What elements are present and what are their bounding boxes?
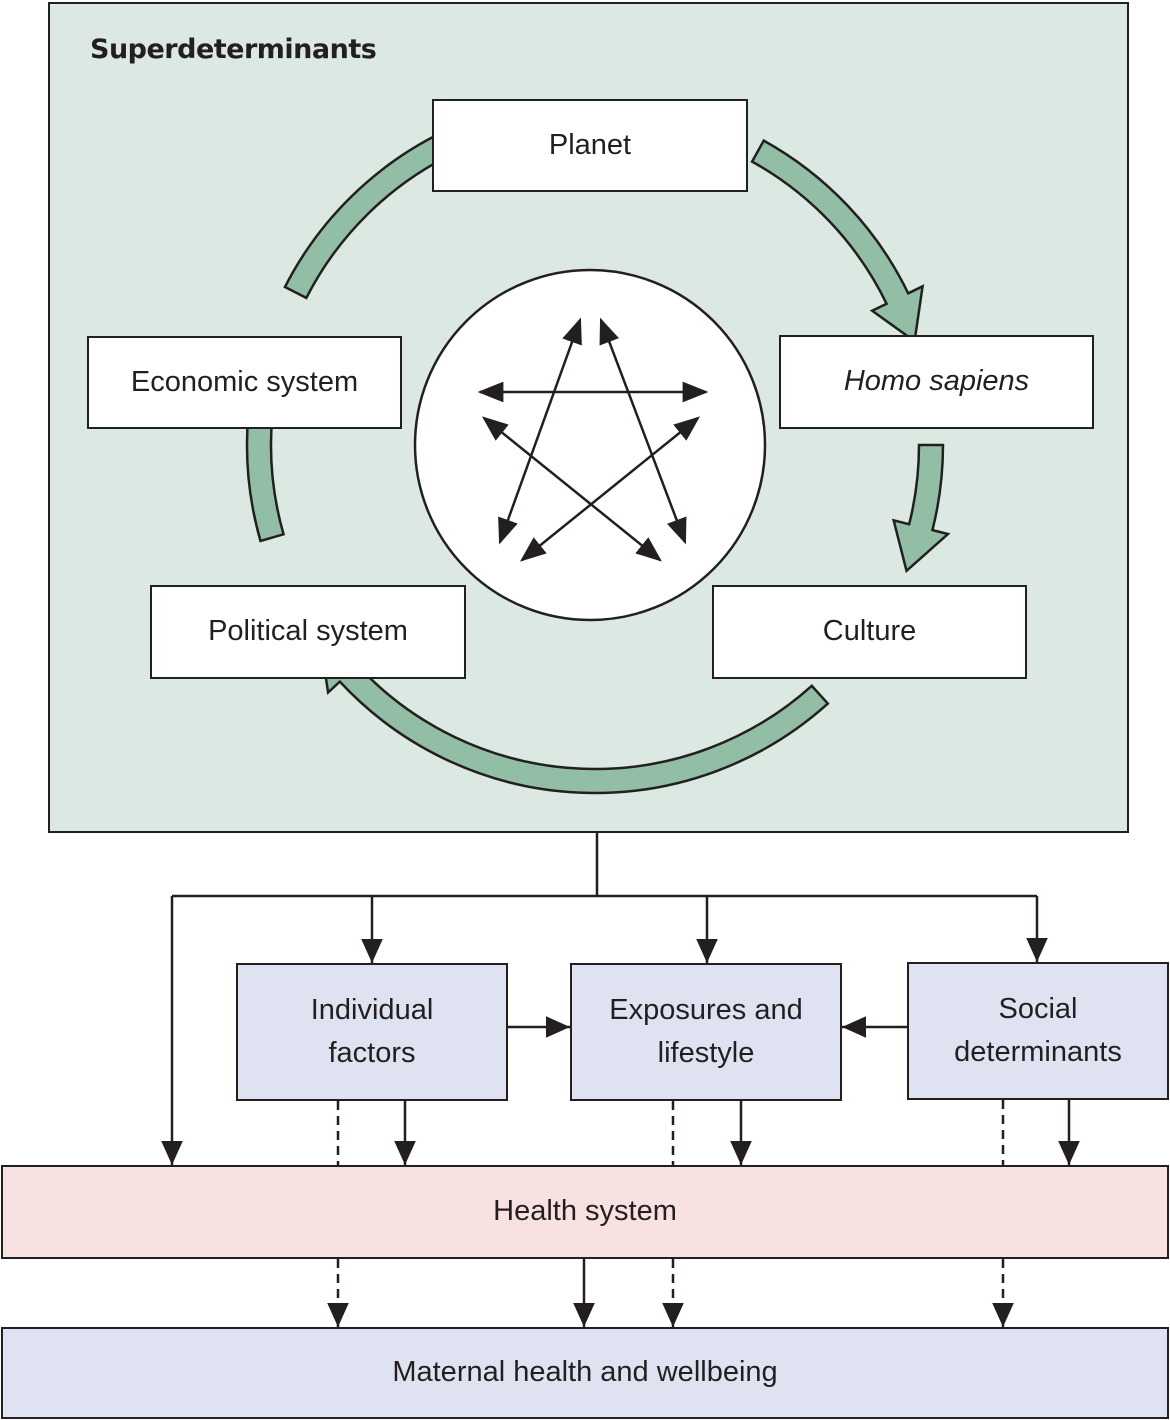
node-planet-label: Planet — [548, 128, 632, 161]
node-culture-label: Culture — [822, 615, 917, 648]
individual-factors-line2: factors — [328, 1037, 416, 1069]
node-economic-system: Economic system — [87, 336, 402, 429]
node-homo-sapiens-label: Homo sapiens — [843, 365, 1030, 398]
box-social-determinants: Social determinants — [907, 962, 1169, 1100]
box-maternal-health: Maternal health and wellbeing — [1, 1327, 1169, 1419]
node-political-system: Political system — [150, 585, 466, 679]
exposures-lifestyle-line2: lifestyle — [657, 1037, 755, 1069]
node-homo-sapiens: Homo sapiens — [779, 335, 1094, 429]
box-exposures-lifestyle: Exposures and lifestyle — [570, 963, 842, 1101]
node-economic-system-label: Economic system — [130, 365, 359, 398]
node-culture: Culture — [712, 585, 1027, 679]
maternal-health-label: Maternal health and wellbeing — [392, 1356, 778, 1389]
health-system-label: Health system — [493, 1195, 677, 1228]
arrow-homo-sapiens-to-culture — [891, 443, 951, 574]
exposures-lifestyle-line1: Exposures and — [609, 993, 803, 1026]
social-determinants-line1: Social — [998, 992, 1078, 1025]
double-arrow-5 — [519, 416, 701, 562]
individual-factors-line1: Individual — [310, 993, 434, 1026]
panel-title: Superdeterminants — [90, 34, 377, 65]
social-determinants-line2: determinants — [954, 1036, 1122, 1068]
box-health-system: Health system — [1, 1165, 1169, 1259]
node-political-system-label: Political system — [208, 615, 408, 648]
node-planet: Planet — [432, 99, 748, 192]
arrow-planet-to-homo-sapiens — [750, 138, 925, 344]
box-individual-factors: Individual factors — [236, 963, 508, 1101]
